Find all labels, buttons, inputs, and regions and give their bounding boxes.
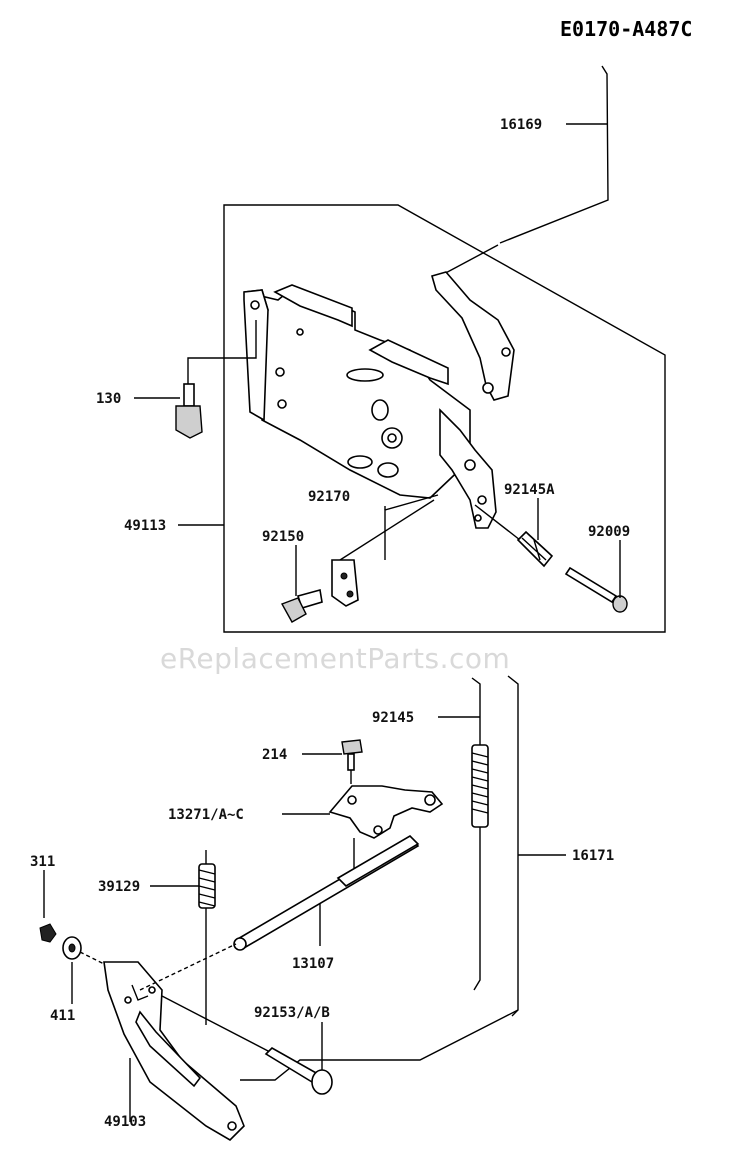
bracket-92170 [331,494,439,607]
screw-92150 [280,588,323,623]
spring-92145a [474,504,554,568]
label-92145: 92145 [372,710,414,726]
link-rod-16169 [439,65,609,277]
spring-92145 [471,677,489,991]
label-214: 214 [262,747,287,763]
nut-311 [39,878,57,943]
label-92170: 92170 [308,489,350,505]
label-13271: 13271/A~C [168,807,244,823]
washer-411 [62,936,109,967]
diagram-code: E0170-A487C [560,17,692,41]
label-92145a: 92145A [504,482,555,498]
plate-13271 [328,785,444,868]
label-130: 130 [96,391,121,407]
control-rod-16171 [507,675,519,1017]
label-92153: 92153/A/B [254,1005,330,1021]
shaft-13107 [233,834,420,951]
bolt-92153 [161,995,333,1095]
label-16171: 16171 [572,848,614,864]
assembly-group-frame [223,204,666,633]
label-411: 411 [50,1008,75,1024]
leader-lines [43,123,621,1122]
label-16169: 16169 [500,117,542,133]
spring-39129 [198,850,216,1025]
control-plate-assembly [243,271,515,529]
lower-group-outline [240,1009,519,1081]
label-13107: 13107 [292,956,334,972]
screw-92009 [564,566,628,613]
lever-49103 [103,943,245,1142]
watermark: eReplacementParts.com [160,642,510,675]
label-311: 311 [30,854,55,870]
label-92150: 92150 [262,529,304,545]
label-92009: 92009 [588,524,630,540]
label-39129: 39129 [98,879,140,895]
screw-214 [341,739,363,784]
bolt-130 [175,320,257,439]
label-49113: 49113 [124,518,166,534]
label-49103: 49103 [104,1114,146,1130]
